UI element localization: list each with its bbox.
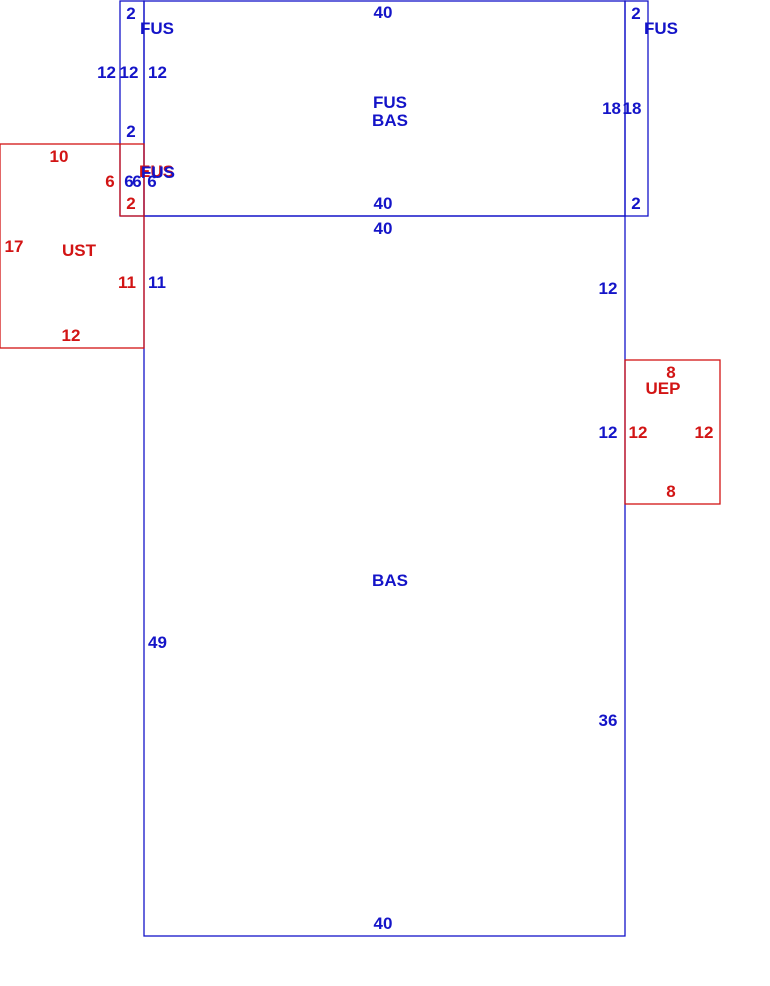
ust-left-dim: 17 (5, 237, 24, 256)
fus-right-top-dim: 2 (631, 4, 640, 23)
ust-right-dim: 11 (118, 273, 136, 292)
ust-bottom-dim: 12 (62, 326, 81, 345)
fus-right-side-dim: 18 (623, 99, 642, 118)
bas-top-dim: 40 (374, 219, 393, 238)
fus-bas-top-dim: 40 (374, 3, 393, 22)
ust-rect (0, 143, 145, 349)
uep-label: UEP (646, 379, 681, 398)
uep-right-dim: 12 (695, 423, 714, 442)
fus-bas-bottom-dim: 40 (374, 194, 393, 213)
fus-left-inner-dim: 12 (120, 63, 139, 82)
fus-left-outer-dim: 12 (97, 63, 116, 82)
bas-right-upper-dim: 12 (599, 279, 618, 298)
bas-rect (143, 215, 626, 937)
uep-rect (624, 359, 721, 505)
ust-top-dim: 10 (50, 147, 69, 166)
bas-right-mid-dim: 12 (599, 423, 618, 442)
fus-right-outline (624, 0, 649, 217)
fus-left-mid-dim: 2 (126, 122, 135, 141)
fus-bas-left-dim: 12 (148, 63, 167, 82)
ust-notch-far-dim: 6 (147, 172, 156, 191)
fus-right-bottom-dim: 2 (631, 194, 640, 213)
uep-outline (624, 359, 721, 505)
fus-right-rect (624, 0, 649, 217)
bas-left-dim: 49 (148, 633, 167, 652)
uep-bottom-dim: 8 (666, 482, 675, 501)
eus-label: EUS (139, 162, 174, 181)
bas-label: BAS (372, 571, 408, 590)
uep-left-dim: 12 (629, 423, 648, 442)
ust-notch-bottom-dim: 2 (126, 194, 135, 213)
ust-notch-right-dim: 6 (124, 172, 133, 191)
ust-label: UST (62, 241, 97, 260)
bas-bottom-dim: 40 (374, 914, 393, 933)
fus-overlap-label: FUS (141, 163, 175, 182)
ust-outline (0, 143, 145, 349)
fus-left-top-dim: 2 (126, 4, 135, 23)
uep-top-dim: 8 (666, 363, 675, 382)
bas-outline (143, 215, 626, 937)
fus-right-label: FUS (644, 19, 678, 38)
bas-right-dim: 36 (599, 711, 618, 730)
ust-notch-inner-dim: 6 (132, 172, 141, 191)
fus-bas-right-dim: 18 (602, 99, 621, 118)
ust-notch-left-dim: 6 (105, 172, 114, 191)
fus-left-label: FUS (140, 19, 174, 38)
fus-bas-label-fus: FUS (373, 93, 407, 112)
bas-left-upper-dim: 11 (148, 273, 166, 292)
fus-bas-label-bas: BAS (372, 111, 408, 130)
